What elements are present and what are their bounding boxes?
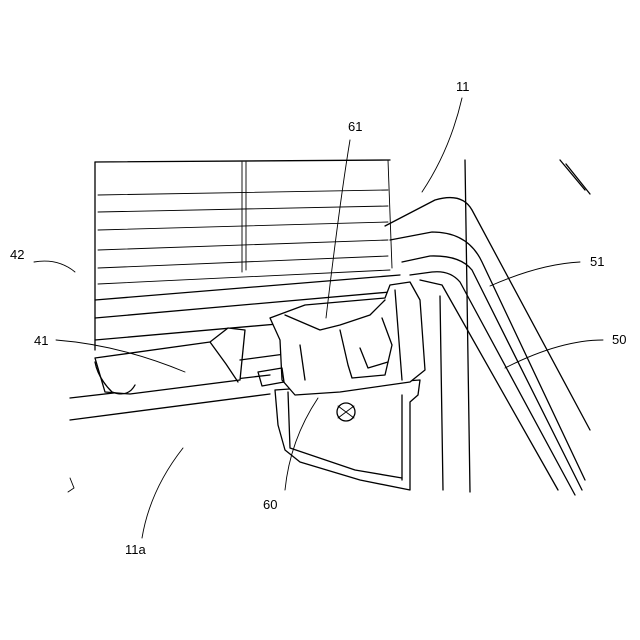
leader-61 [326,140,350,318]
leader-42 [34,261,75,272]
leader-11 [422,98,462,192]
label-42: 42 [10,248,24,261]
clip-60 [258,282,425,490]
label-41: 41 [34,334,48,347]
rail-41 [70,328,300,420]
label-11a: 11a [125,543,146,556]
leader-11a [142,448,183,538]
label-61: 61 [348,120,362,133]
label-11: 11 [456,80,470,93]
leader-51 [490,262,580,286]
label-60: 60 [263,498,277,511]
edge-mark [68,478,74,492]
label-51: 51 [590,255,604,268]
label-50: 50 [612,333,626,346]
